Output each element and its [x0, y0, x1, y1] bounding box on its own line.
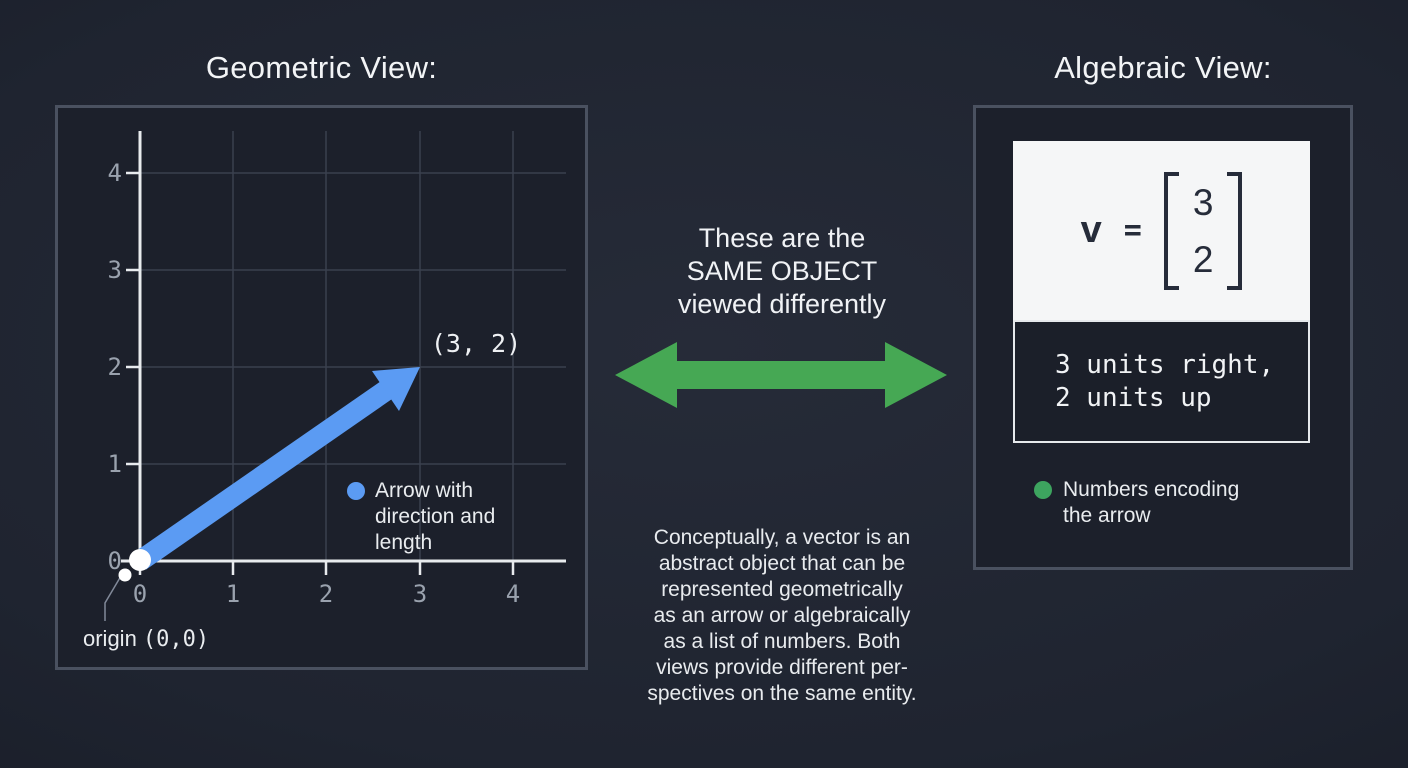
paragraph-line: Conceptually, a vector is an [653, 526, 911, 549]
equation-card: v = 3 2 [1013, 141, 1310, 320]
origin-label: origin (0,0) [83, 626, 209, 652]
legend-line: Arrow with [375, 479, 474, 502]
geometric-view-title: Geometric View: [205, 50, 438, 85]
annotation-line: Numbers encoding [1063, 478, 1240, 501]
paragraph-line: represented geometrically [661, 578, 903, 601]
paragraph-line: views provide different per- [656, 656, 908, 679]
equals-sign: = [1123, 213, 1142, 248]
x-tick-2: 2 [318, 580, 334, 608]
paragraph-line: as an arrow or algebraically [653, 604, 911, 627]
x-tick-0: 0 [132, 580, 148, 608]
vector-arrow-head [372, 367, 420, 411]
matrix-entry-bottom: 2 [1192, 238, 1214, 280]
algebraic-view-title: Algebraic View: [1054, 50, 1272, 85]
origin-dot [129, 549, 151, 571]
origin-label-coords: (0,0) [142, 627, 210, 652]
paragraph-line: spectives on the same entity. [647, 682, 917, 705]
point-label: (3, 2) [430, 329, 522, 358]
coordinate-plot [104, 131, 566, 621]
description-line: 3 units right, [1055, 350, 1275, 380]
y-tick-1: 1 [107, 450, 122, 478]
origin-callout-dot [118, 568, 132, 582]
center-heading-line: SAME OBJECT [686, 256, 878, 286]
x-tick-1: 1 [225, 580, 241, 608]
column-matrix: 3 2 [1163, 171, 1243, 290]
geometric-panel: 4 3 2 1 0 0 1 2 3 4 (3, 2) Arrow with di… [55, 105, 588, 670]
origin-leader-line [104, 575, 122, 621]
vector-equation: v = 3 2 [1080, 171, 1243, 290]
matrix-bracket-right [1227, 171, 1243, 290]
legend-line: direction and [375, 505, 496, 528]
vector-arrow-shaft [134, 380, 394, 570]
matrix-entries: 3 2 [1179, 172, 1228, 290]
y-tick-4: 4 [107, 159, 122, 187]
origin-label-text: origin [83, 626, 143, 651]
description-line: 2 units up [1055, 383, 1212, 413]
grid-lines [140, 131, 566, 561]
legend-line: length [375, 531, 433, 554]
vector-symbol: v [1080, 209, 1102, 251]
paragraph-line: abstract object that can be [658, 552, 906, 575]
x-tick-3: 3 [412, 580, 428, 608]
vector-description-box: 3 units right, 2 units up [1013, 320, 1310, 443]
equivalence-double-arrow-icon [615, 342, 947, 408]
numbers-encoding-label: Numbers encoding the arrow [1063, 477, 1239, 529]
y-tick-3: 3 [107, 256, 122, 284]
bullet-dot-icon [1034, 481, 1052, 499]
y-tick-0: 0 [107, 547, 122, 575]
x-tick-4: 4 [505, 580, 521, 608]
axis-ticks [126, 171, 515, 575]
paragraph-line: as a list of numbers. Both [663, 630, 901, 653]
center-heading-line: viewed differently [677, 289, 887, 319]
annotation-line: the arrow [1063, 504, 1151, 527]
legend-dot-icon [347, 482, 365, 500]
center-heading-line: These are the [698, 223, 866, 253]
legend-label: Arrow with direction and length [375, 478, 495, 556]
matrix-bracket-left [1163, 171, 1179, 290]
y-tick-2: 2 [107, 353, 122, 381]
center-heading: These are the SAME OBJECT viewed differe… [632, 222, 932, 321]
matrix-entry-top: 3 [1192, 181, 1214, 223]
algebraic-panel: v = 3 2 3 units right, 2 units up Number… [973, 105, 1353, 570]
center-paragraph: Conceptually, a vector is an abstract ob… [612, 525, 952, 707]
